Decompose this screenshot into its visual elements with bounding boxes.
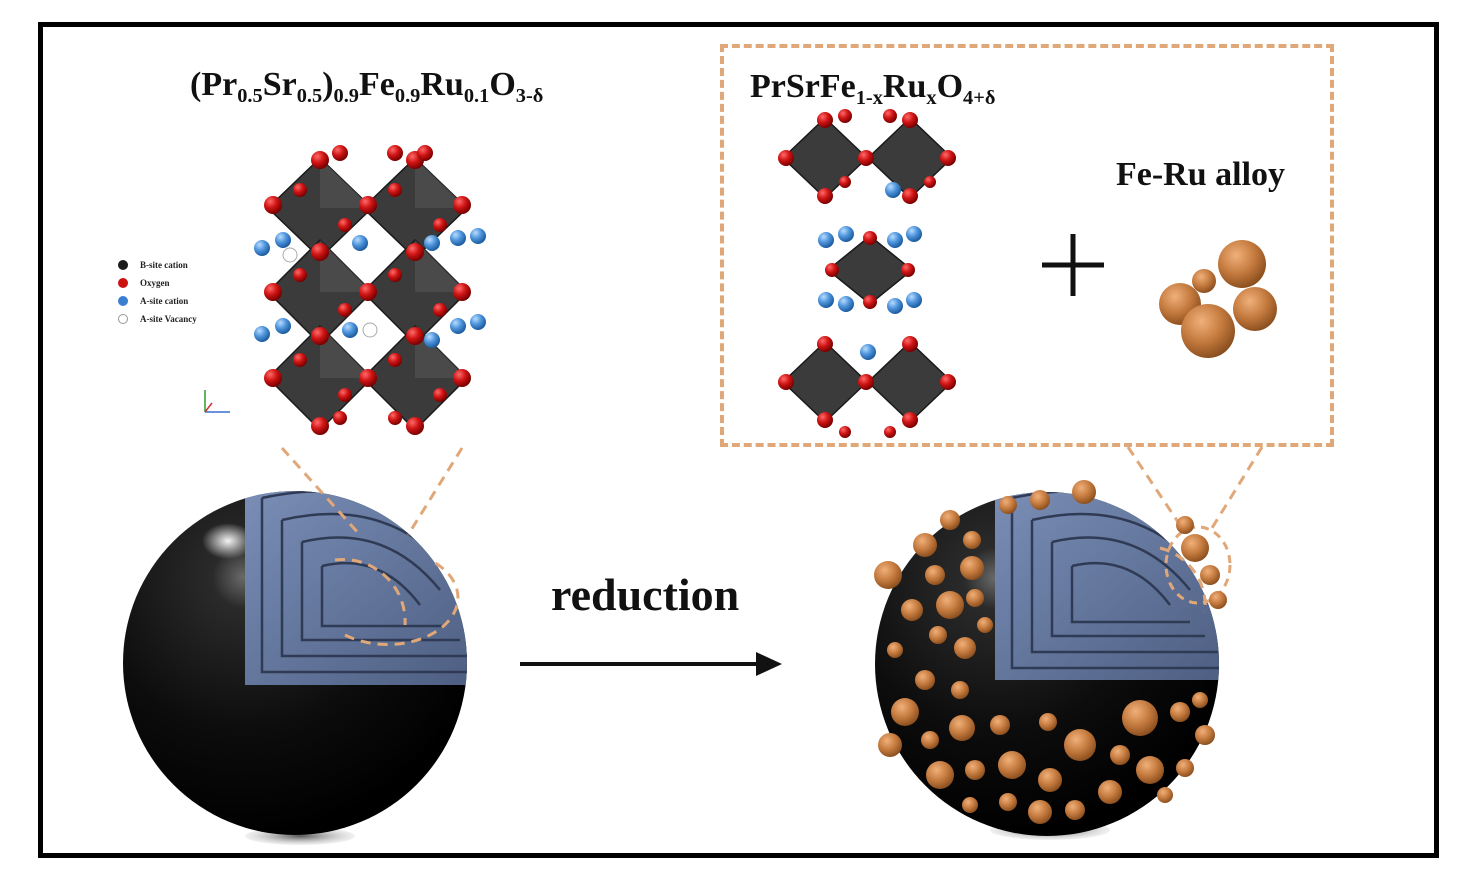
left-connector-line [406, 447, 464, 536]
legend-label: B-site cation [140, 260, 188, 270]
left-connector-line [280, 446, 362, 537]
surface-alloy-particles [874, 480, 1227, 824]
fe-ru-alloy-particles [1159, 240, 1277, 358]
oxygen-dot-icon [118, 278, 128, 288]
reduction-arrow [520, 652, 782, 676]
legend-item-b-site: B-site cation [118, 256, 197, 274]
legend-item-oxygen: Oxygen [118, 274, 197, 292]
right-crystal-structure [778, 109, 956, 438]
zoom-dashed-box [720, 44, 1334, 447]
legend-item-vacancy: A-site Vacancy [118, 310, 197, 328]
left-formula: (Pr0.5Sr0.5)0.9Fe0.9Ru0.1O3-δ [190, 66, 544, 108]
left-crystal-structure [204, 145, 486, 435]
legend-label: A-site cation [140, 296, 189, 306]
vacancy-dot-icon [118, 314, 128, 324]
legend-label: Oxygen [140, 278, 170, 288]
b-site-dot-icon [118, 260, 128, 270]
legend-label: A-site Vacancy [140, 314, 197, 324]
left-sphere [123, 491, 467, 835]
right-formula: PrSrFe1-xRuxO4+δ [750, 68, 996, 110]
legend: B-site cation Oxygen A-site cation A-sit… [118, 256, 197, 328]
alloy-label: Fe-Ru alloy [1116, 156, 1286, 193]
a-site-dot-icon [118, 296, 128, 306]
right-connector-line [1126, 446, 1184, 529]
right-connector-line [1210, 446, 1264, 529]
reduction-label: reduction [551, 569, 740, 620]
legend-item-a-site: A-site cation [118, 292, 197, 310]
plus-icon [1042, 234, 1104, 296]
